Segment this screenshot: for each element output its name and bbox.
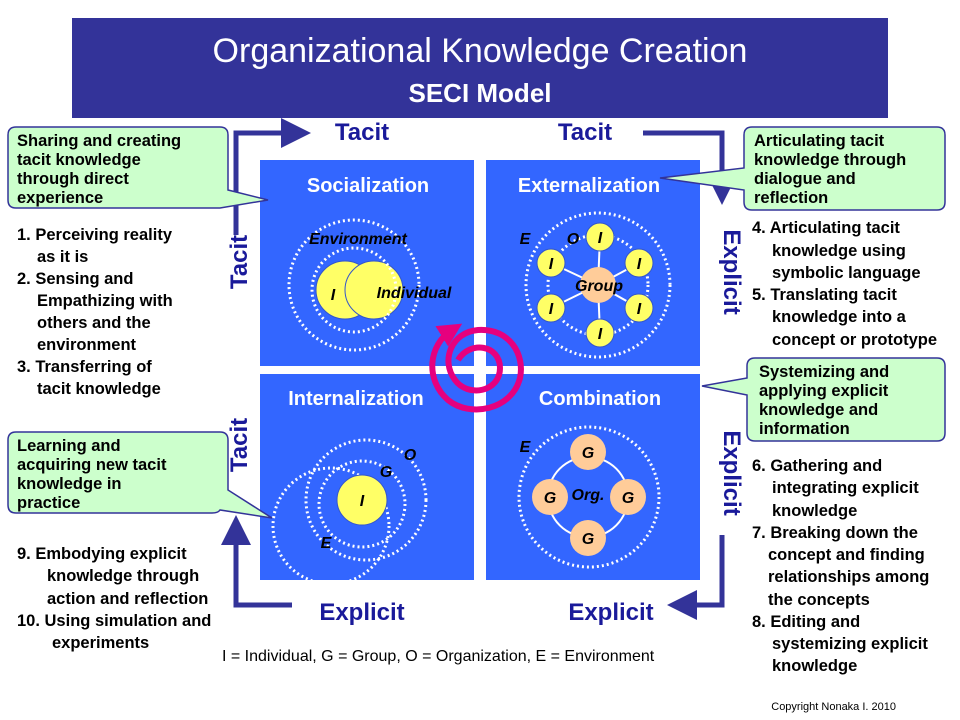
callout-line: Learning and: [17, 437, 121, 455]
quadrant-title: Socialization: [307, 175, 429, 197]
arrow-bottom-left: [221, 515, 292, 608]
label-e: E: [520, 439, 532, 456]
label-o: O: [404, 447, 417, 464]
callout-line: practice: [17, 494, 80, 512]
callout-line: reflection: [754, 189, 828, 207]
label-i: I: [360, 493, 365, 510]
label-g: G: [380, 464, 392, 481]
label-org: Org.: [572, 487, 605, 504]
label-individual: Individual: [377, 285, 452, 302]
callout-line: applying explicit: [759, 382, 889, 400]
label-e: E: [321, 535, 333, 552]
callout-line: experience: [17, 189, 103, 207]
axis-label-explicit: Explicit: [319, 599, 404, 626]
label-g: G: [622, 490, 634, 507]
quadrant-title: Externalization: [518, 175, 660, 197]
label-e: E: [520, 231, 532, 248]
callout-line: knowledge through: [754, 151, 906, 169]
label-group: Group: [575, 278, 623, 295]
axis-label-tacit: Tacit: [558, 119, 612, 146]
quadrant-title: Internalization: [288, 388, 424, 410]
label-individual-i: I: [331, 287, 336, 304]
callout-line: through direct: [17, 170, 129, 188]
quadrant-combination: Combination G G G G Org. E: [486, 374, 700, 580]
callout-line: Articulating tacit: [754, 132, 885, 150]
page-title: Organizational Knowledge Creation: [213, 32, 748, 70]
axis-label-explicit: Explicit: [718, 430, 745, 515]
label-g: G: [582, 531, 594, 548]
label-i: I: [637, 301, 642, 318]
callout-line: knowledge in: [17, 475, 122, 493]
label-i: I: [598, 326, 603, 343]
callout-line: knowledge and: [759, 401, 878, 419]
quadrant-title: Combination: [539, 388, 661, 410]
axis-label-explicit: Explicit: [568, 599, 653, 626]
axis-label-tacit: Tacit: [335, 119, 389, 146]
arrow-bottom-right: [667, 535, 725, 620]
callout-line: acquiring new tacit: [17, 456, 167, 474]
copyright: Copyright Nonaka I. 2010: [771, 701, 896, 713]
callout-line: dialogue and: [754, 170, 856, 188]
axis-label-tacit: Tacit: [226, 418, 253, 472]
callout-line: tacit knowledge: [17, 151, 141, 169]
callout-line: Sharing and creating: [17, 132, 181, 150]
label-i: I: [598, 230, 603, 247]
axis-label-tacit: Tacit: [226, 235, 253, 289]
label-i: I: [549, 256, 554, 273]
quadrant-externalization: Externalization I I I I I I Group E O: [486, 160, 700, 366]
label-o: O: [567, 231, 580, 248]
label-environment: Environment: [309, 231, 407, 248]
title-bar: Organizational Knowledge Creation SECI M…: [72, 18, 888, 118]
quadrant-internalization: Internalization I G O E: [260, 374, 474, 586]
spiral-arrow: [429, 323, 524, 413]
page-subtitle: SECI Model: [408, 78, 551, 108]
label-i: I: [637, 256, 642, 273]
legend: I = Individual, G = Group, O = Organizat…: [222, 648, 655, 665]
label-g: G: [582, 445, 594, 462]
label-i: I: [549, 301, 554, 318]
label-g: G: [544, 490, 556, 507]
callout-line: information: [759, 420, 850, 438]
callout-line: Systemizing and: [759, 363, 889, 381]
axis-label-explicit: Explicit: [718, 229, 745, 314]
